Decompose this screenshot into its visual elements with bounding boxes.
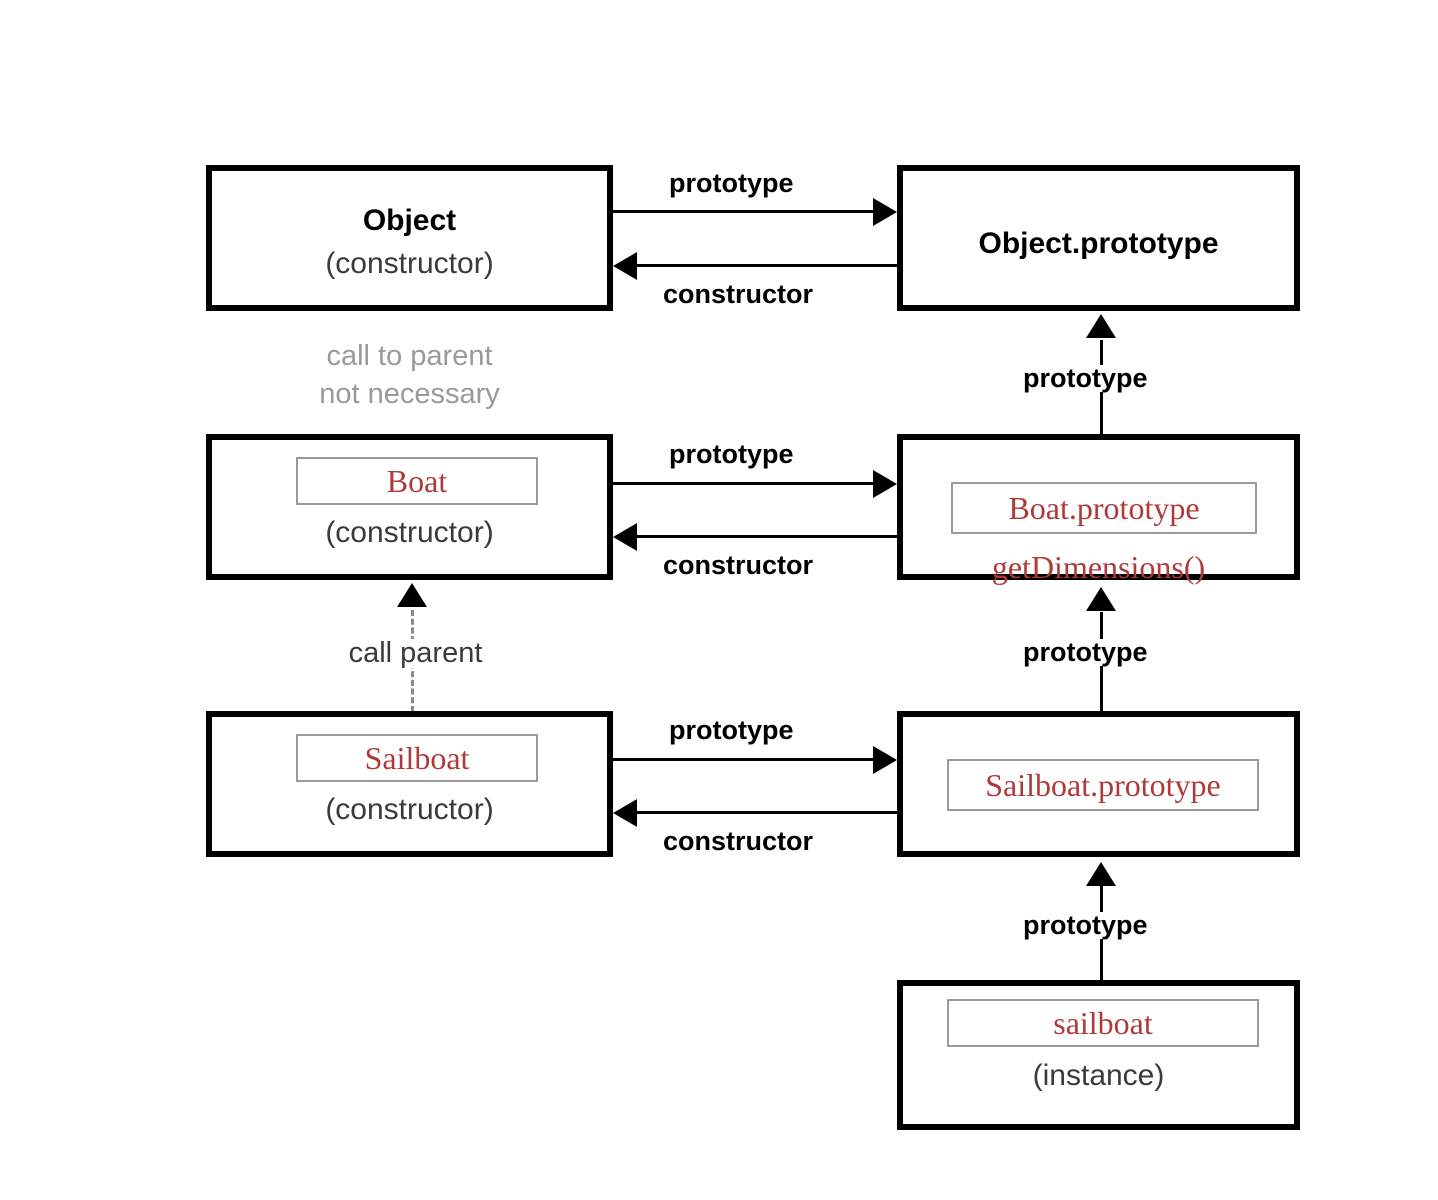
arrowhead-sailboat-constructor: [613, 799, 637, 827]
node-boat-prototype-chip: Boat.prototype: [951, 482, 1257, 534]
node-boat-subtitle: (constructor): [325, 516, 494, 549]
node-sailboat-prototype-chip: Sailboat.prototype: [947, 759, 1259, 811]
note-call-parent: call parent: [206, 639, 625, 668]
edge-line-sailboat-prototype: [613, 758, 875, 761]
node-object-subtitle: (constructor): [325, 247, 494, 280]
note-call-to-parent-not-necessary: call to parent not necessary: [206, 338, 613, 413]
edge-line-sailboat-constructor: [637, 811, 897, 814]
edge-label-sailboat-constructor: constructor: [659, 828, 818, 855]
node-object-prototype[interactable]: Object.prototype: [897, 165, 1300, 311]
node-sailboat-instance[interactable]: sailboat (instance): [897, 980, 1300, 1130]
edge-line-object-prototype: [613, 210, 875, 213]
edge-label-sailboatproto-to-boatproto: prototype: [1019, 639, 1152, 666]
edge-label-sailboat-prototype: prototype: [665, 717, 798, 744]
arrowhead-sailboat-prototype: [873, 746, 897, 774]
edge-line-boat-constructor: [637, 535, 897, 538]
arrowhead-object-prototype: [873, 198, 897, 226]
node-object-prototype-title: Object.prototype: [978, 227, 1219, 260]
node-sailboat-chip: Sailboat: [296, 734, 538, 782]
node-object-title: Object: [362, 204, 457, 237]
edge-label-boatproto-to-objproto: prototype: [1019, 365, 1152, 392]
node-sailboat-subtitle: (constructor): [325, 793, 494, 826]
node-sailboat-prototype[interactable]: Sailboat.prototype: [897, 711, 1300, 857]
arrowhead-object-constructor: [613, 252, 637, 280]
arrowhead-sailboatproto-to-boatproto: [1086, 587, 1116, 611]
edge-label-instance-to-sailboatproto: prototype: [1019, 912, 1152, 939]
node-object-constructor[interactable]: Object (constructor): [206, 165, 613, 311]
node-boat-prototype-method: getDimensions(): [991, 549, 1206, 585]
edge-label-object-constructor: constructor: [659, 281, 818, 308]
arrowhead-boat-constructor: [613, 523, 637, 551]
node-sailboat-instance-chip: sailboat: [947, 999, 1259, 1047]
node-boat-chip: Boat: [296, 457, 538, 505]
node-boat-prototype[interactable]: Boat.prototype: [897, 434, 1300, 580]
arrowhead-call-parent: [397, 583, 427, 607]
node-sailboat-instance-subtitle: (instance): [1032, 1059, 1165, 1092]
arrowhead-boatproto-to-objproto: [1086, 314, 1116, 338]
arrowhead-boat-prototype: [873, 470, 897, 498]
node-sailboat-constructor[interactable]: Sailboat (constructor): [206, 711, 613, 857]
edge-label-object-prototype: prototype: [665, 170, 798, 197]
edge-line-object-constructor: [637, 264, 897, 267]
arrowhead-instance-to-sailboatproto: [1086, 862, 1116, 886]
edge-line-boat-prototype: [613, 482, 875, 485]
edge-label-boat-constructor: constructor: [659, 552, 818, 579]
node-boat-constructor[interactable]: Boat (constructor): [206, 434, 613, 580]
note-line-1: call to parent: [326, 340, 493, 372]
edge-label-boat-prototype: prototype: [665, 441, 798, 468]
note-line-2: not necessary: [319, 377, 500, 410]
